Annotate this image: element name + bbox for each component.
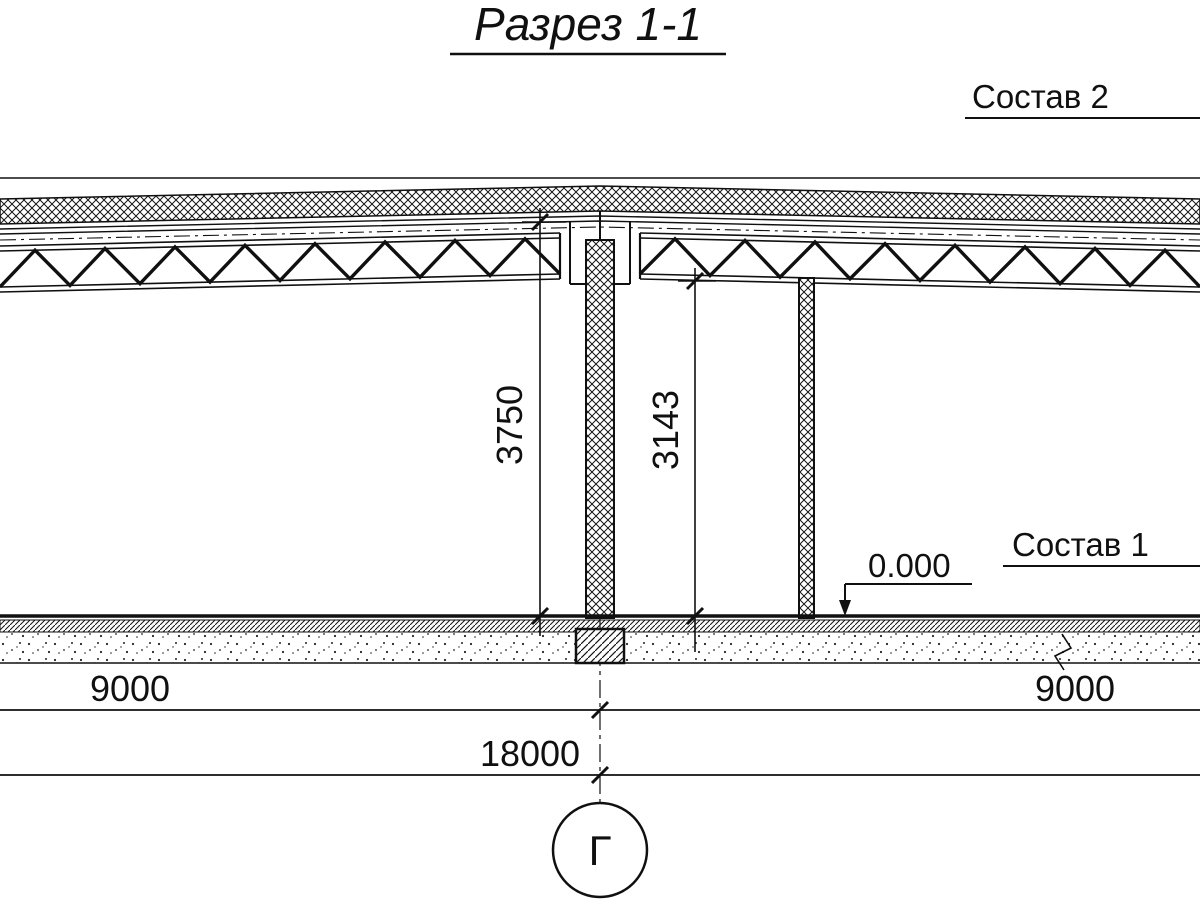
elevation-mark: 0.000 [839, 547, 972, 616]
label-sostav-1: Состав 1 [1003, 526, 1200, 567]
elevation-mark-text: 0.000 [868, 547, 951, 584]
dim-3143-text: 3143 [645, 390, 686, 470]
dim-3750-tick-top [530, 212, 550, 232]
dim-3143: 3143 [645, 268, 716, 652]
roof-axis-dashdot [0, 226, 1200, 241]
dim-span-tick-center [590, 700, 610, 720]
roof-truss-right [638, 232, 1200, 293]
dim-total-tick-center [590, 765, 610, 785]
truss-left-top-chord-b [0, 237, 561, 252]
label-sostav-1-text: Состав 1 [1012, 526, 1149, 563]
axis-circle [551, 801, 649, 899]
right-column [798, 277, 815, 619]
roof-insulation-band [0, 185, 1200, 225]
axis-letter: Г [589, 827, 612, 874]
truss-left-web [0, 236, 562, 289]
dim-spans: 9000 9000 [0, 668, 1200, 720]
center-column-body [585, 239, 615, 619]
dim-3143-tick-top [685, 271, 705, 291]
elevation-arrow-icon [839, 600, 851, 616]
truss-left-top-chord-a [0, 232, 561, 247]
dim-3750-text: 3750 [489, 385, 530, 465]
truss-right-top-chord-a [639, 232, 1200, 247]
dim-9000-right-text: 9000 [1035, 668, 1115, 709]
truss-right-web [638, 236, 1200, 289]
truss-right-bottom-chord-b [639, 278, 1200, 293]
foundation-block [574, 627, 626, 665]
dim-total: 18000 [0, 733, 1200, 785]
truss-left-bottom-chord-b [0, 278, 561, 293]
foundation-body [574, 627, 626, 665]
axis-bubble: Г [551, 801, 649, 899]
truss-right-top-chord-b [639, 237, 1200, 252]
roof-truss-left [0, 232, 562, 293]
dim-9000-left-text: 9000 [90, 668, 170, 709]
section-title: Разрез 1-1 [474, 0, 702, 50]
dim-3750: 3750 [489, 208, 566, 636]
label-sostav-2-text: Состав 2 [972, 78, 1109, 115]
right-column-body [798, 277, 815, 619]
dim-18000-text: 18000 [480, 733, 580, 774]
title-block: Разрез 1-1 [450, 0, 726, 56]
dim-3750-tick-bottom [530, 606, 550, 626]
dim-3143-tick-bottom [685, 606, 705, 626]
center-column [585, 239, 615, 619]
break-mark [1053, 633, 1073, 671]
label-sostav-2: Состав 2 [965, 78, 1200, 119]
